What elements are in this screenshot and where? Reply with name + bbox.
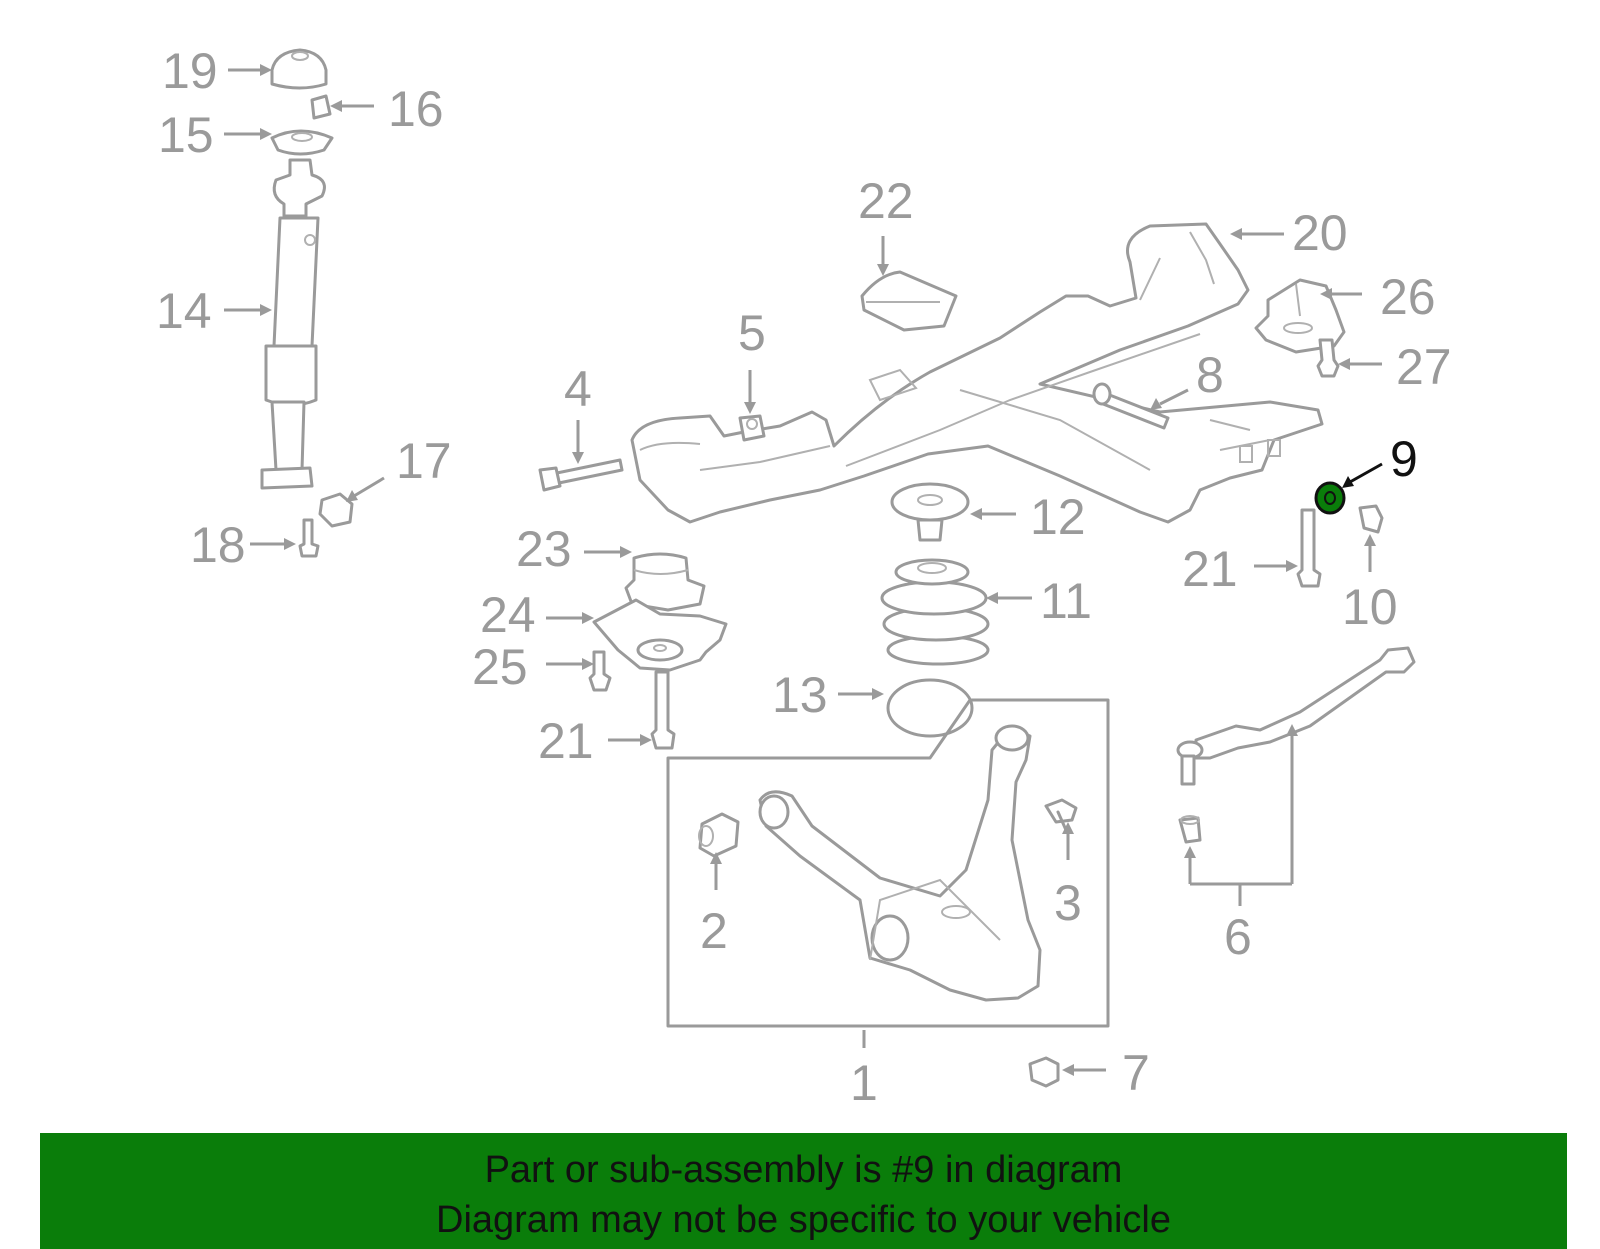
callout-3: 3 [1054, 875, 1082, 931]
banner-line-1: Part or sub-assembly is #9 in diagram [484, 1149, 1123, 1191]
callout-8: 8 [1196, 347, 1224, 403]
callout-17: 17 [396, 433, 452, 489]
control-arm-group [666, 698, 1110, 1028]
callout-21-right: 21 [1182, 541, 1238, 597]
callout-27: 27 [1396, 339, 1452, 395]
callout-1: 1 [850, 1055, 878, 1111]
callout-arrows [224, 64, 1383, 1076]
callout-23: 23 [516, 521, 572, 577]
callout-12: 12 [1030, 489, 1086, 545]
callout-labels: 19 16 15 14 17 18 4 5 22 20 26 27 8 9 12… [156, 43, 1452, 1111]
banner-line-2: Diagram may not be specific to your vehi… [436, 1199, 1171, 1241]
callout-4: 4 [564, 361, 592, 417]
strut-assembly [260, 48, 354, 558]
callout-22: 22 [858, 173, 914, 229]
callout-19: 19 [162, 43, 218, 99]
callout-6: 6 [1224, 909, 1252, 965]
highlighted-part-9 [1314, 481, 1346, 515]
callout-21-left: 21 [538, 713, 594, 769]
callout-9: 9 [1390, 431, 1418, 487]
callout-24: 24 [480, 587, 536, 643]
small-parts [538, 278, 1416, 1088]
callout-25: 25 [472, 639, 528, 695]
callout-13: 13 [772, 667, 828, 723]
callout-16: 16 [388, 81, 444, 137]
info-banner: Part or sub-assembly is #9 in diagram Di… [40, 1133, 1567, 1249]
callout-2: 2 [700, 903, 728, 959]
callout-20: 20 [1292, 205, 1348, 261]
callout-15: 15 [158, 107, 214, 163]
callout-10: 10 [1342, 579, 1398, 635]
callout-5: 5 [738, 305, 766, 361]
callout-7: 7 [1122, 1045, 1150, 1101]
callout-18: 18 [190, 517, 246, 573]
callout-11: 11 [1040, 573, 1092, 629]
callout-26: 26 [1380, 269, 1436, 325]
callout-14: 14 [156, 283, 212, 339]
